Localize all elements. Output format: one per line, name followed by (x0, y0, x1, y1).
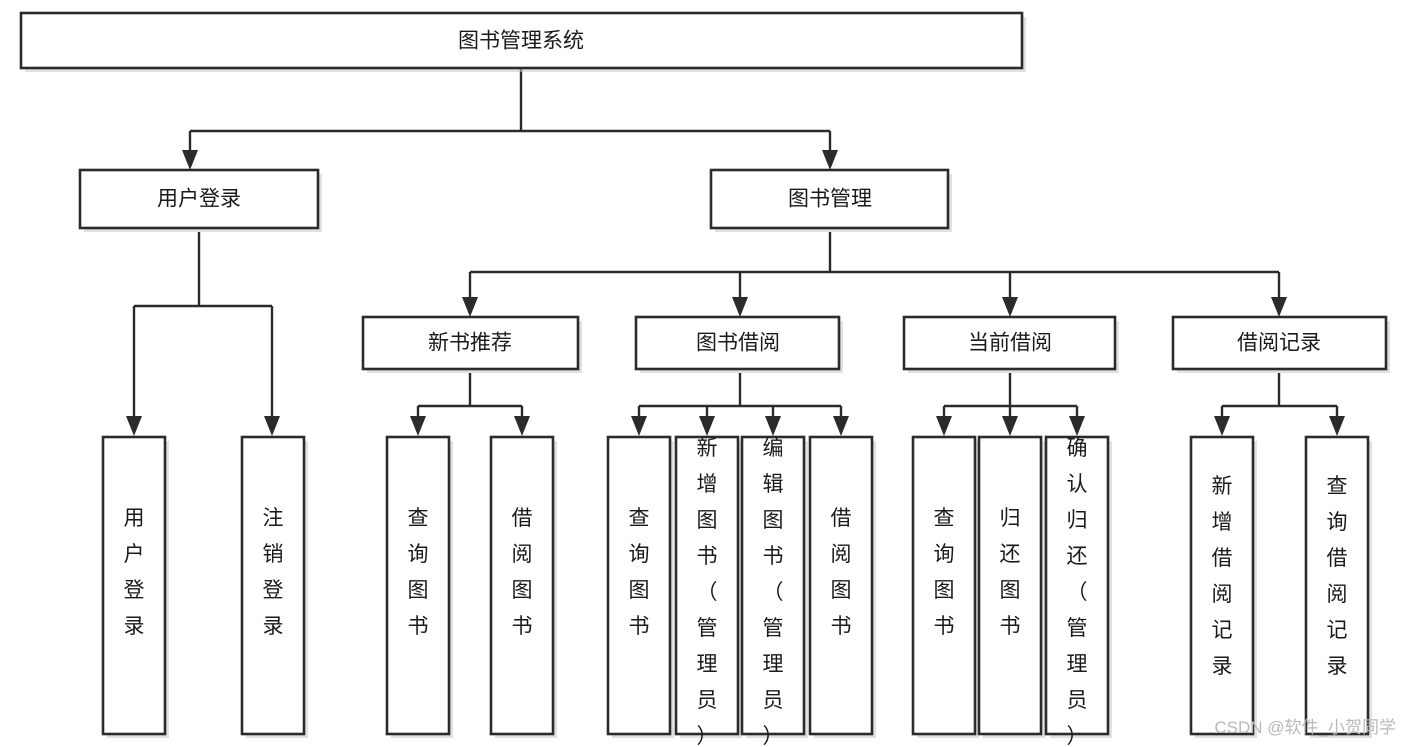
leaf-borrow-book-2[interactable]: 借阅图书 (808, 435, 876, 738)
connector-layer (126, 68, 1345, 436)
connector-borrow-record-to-leaves (1220, 373, 1339, 418)
leaf-user-login[interactable]: 用户登录 (101, 435, 169, 738)
leaf-add-book[interactable]: 新增图书（管理员） (674, 435, 742, 747)
node-new-book-recommend[interactable]: 新书推荐 (361, 315, 582, 373)
leaf-borrow-book-1-label: 借阅图书 (512, 507, 533, 638)
arrowhead-book-borrow (732, 297, 748, 317)
leaf-borrow-book-1-box[interactable] (489, 435, 555, 736)
node-root-box[interactable] (19, 11, 1024, 70)
leaf-confirm-return-label: 确认归还（管理员） (1067, 437, 1088, 747)
arrowhead-current-borrow (1002, 297, 1018, 317)
leaf-borrow-book-1[interactable]: 借阅图书 (489, 435, 557, 738)
leaf-add-record-box[interactable] (1189, 435, 1255, 736)
leaf-logout-login-box[interactable] (240, 435, 306, 736)
leaf-borrow-book-2-box[interactable] (808, 435, 874, 736)
leaf-borrow-book-2-label: 借阅图书 (831, 507, 852, 638)
connector-root-to-level1 (188, 68, 832, 152)
arrowhead-leaf-query-book-2 (631, 416, 647, 436)
arrowhead-leaf-user-login (126, 416, 142, 436)
node-current-borrow[interactable]: 当前借阅 (902, 315, 1119, 373)
leaf-query-book-3-label: 查询图书 (934, 507, 955, 638)
node-user-login-box[interactable] (78, 168, 320, 230)
arrowhead-new-book-recommend (462, 297, 478, 317)
arrowhead-leaf-query-book-1 (410, 416, 426, 436)
leaf-return-book[interactable]: 归还图书 (977, 435, 1045, 738)
leaf-query-book-2-label: 查询图书 (629, 507, 650, 638)
arrowhead-book-manage (822, 150, 838, 170)
leaf-add-record-label: 新增借阅记录 (1212, 475, 1233, 678)
leaf-query-book-1-box[interactable] (385, 435, 451, 736)
leaf-query-book-2[interactable]: 查询图书 (606, 435, 674, 738)
connector-user-login-to-leaves (132, 232, 274, 418)
leaf-add-book-label: 新增图书（管理员） (697, 437, 718, 747)
leaf-query-book-1[interactable]: 查询图书 (385, 435, 453, 738)
arrowhead-leaf-query-book-3 (936, 416, 952, 436)
arrowhead-user-login (182, 150, 198, 170)
node-book-manage-box[interactable] (709, 168, 950, 230)
leaf-query-book-3[interactable]: 查询图书 (911, 435, 979, 738)
node-root-label: 图书管理系统 (458, 30, 584, 53)
leaf-user-login-box[interactable] (101, 435, 167, 736)
node-root[interactable]: 图书管理系统 (19, 11, 1026, 72)
leaf-edit-book-box[interactable] (740, 435, 806, 736)
leaf-confirm-return[interactable]: 确认归还（管理员） (1044, 435, 1112, 747)
node-book-manage[interactable]: 图书管理 (709, 168, 952, 232)
arrowhead-leaf-confirm-return (1069, 416, 1085, 436)
arrowhead-leaf-edit-book (765, 416, 781, 436)
arrowhead-leaf-borrow-book-2 (833, 416, 849, 436)
node-current-borrow-label: 当前借阅 (968, 332, 1052, 355)
node-borrow-record[interactable]: 借阅记录 (1171, 315, 1390, 373)
leaf-return-book-label: 归还图书 (1000, 507, 1021, 638)
leaf-query-record-box[interactable] (1304, 435, 1370, 736)
node-user-login-label: 用户登录 (157, 188, 241, 211)
arrowhead-leaf-borrow-book-1 (514, 416, 530, 436)
leaf-return-book-box[interactable] (977, 435, 1043, 736)
leaf-edit-book-label: 编辑图书（管理员） (763, 437, 784, 747)
leaf-user-login-label: 用户登录 (124, 507, 145, 638)
arrowhead-leaf-return-book (1002, 416, 1018, 436)
node-book-borrow-label: 图书借阅 (696, 332, 780, 355)
csdn-watermark: CSDN @软件_小贺同学 (1214, 718, 1396, 737)
arrowhead-borrow-record (1271, 297, 1287, 317)
arrowhead-leaf-add-book (699, 416, 715, 436)
arrowhead-leaf-add-record (1214, 416, 1230, 436)
leaf-query-book-1-label: 查询图书 (408, 507, 429, 638)
connector-current-borrow-to-leaves (942, 373, 1079, 418)
node-book-borrow-box[interactable] (634, 315, 841, 371)
connector-new-book-to-leaves (416, 373, 524, 418)
node-book-manage-label: 图书管理 (788, 188, 872, 211)
node-borrow-record-label: 借阅记录 (1237, 332, 1321, 355)
leaf-query-book-2-box[interactable] (606, 435, 672, 736)
leaf-query-book-3-box[interactable] (911, 435, 977, 736)
leaf-query-record-label: 查询借阅记录 (1327, 475, 1348, 678)
node-borrow-record-box[interactable] (1171, 315, 1388, 371)
arrowhead-leaf-query-record (1329, 416, 1345, 436)
node-new-book-recommend-box[interactable] (361, 315, 580, 371)
leaf-add-record[interactable]: 新增借阅记录 (1189, 435, 1257, 738)
leaf-logout-login[interactable]: 注销登录 (240, 435, 308, 738)
node-new-book-recommend-label: 新书推荐 (428, 332, 512, 355)
connector-book-borrow-to-leaves (637, 373, 843, 418)
node-current-borrow-box[interactable] (902, 315, 1117, 371)
connector-book-manage-to-level2 (468, 232, 1281, 299)
leaf-add-book-box[interactable] (674, 435, 740, 736)
arrowhead-leaf-logout-login (264, 416, 280, 436)
leaf-logout-login-label: 注销登录 (263, 507, 284, 638)
node-user-login[interactable]: 用户登录 (78, 168, 322, 232)
leaf-confirm-return-box[interactable] (1044, 435, 1110, 736)
node-book-borrow[interactable]: 图书借阅 (634, 315, 843, 373)
leaf-query-record[interactable]: 查询借阅记录 (1304, 435, 1372, 738)
leaf-edit-book[interactable]: 编辑图书（管理员） (740, 435, 808, 747)
